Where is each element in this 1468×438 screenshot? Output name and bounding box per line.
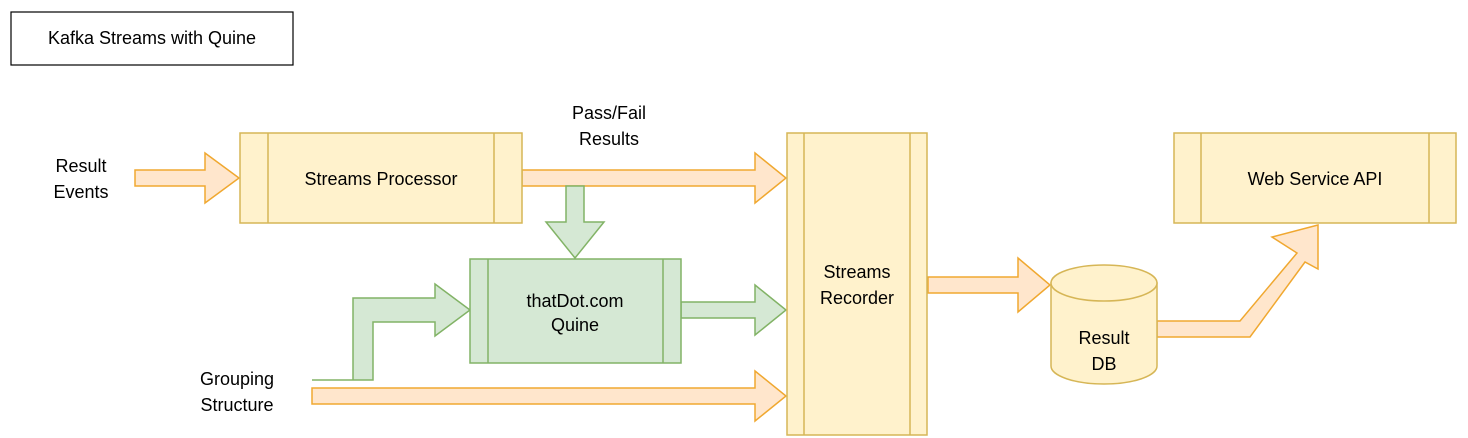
arrow-quine-to-recorder xyxy=(680,283,788,337)
quine-label-line2: Quine xyxy=(551,315,599,335)
grouping-label-line1: Grouping xyxy=(200,369,274,389)
title-box: Kafka Streams with Quine xyxy=(10,11,294,66)
result-db-label-line2: DB xyxy=(1091,354,1116,374)
streams-processor-box: Streams Processor xyxy=(239,132,523,224)
arrow-db-to-api xyxy=(1156,224,1319,338)
arrow-pass-fail xyxy=(521,151,788,205)
streams-recorder-label-line1: Streams xyxy=(823,262,890,282)
result-events-label-line1: Result xyxy=(55,156,106,176)
streams-recorder-box: Streams Recorder xyxy=(786,132,928,436)
arrow-grouping-to-quine xyxy=(312,282,472,381)
result-db-label-line1: Result xyxy=(1078,328,1129,348)
arrow-recorder-to-db xyxy=(927,256,1052,314)
diagram-title: Kafka Streams with Quine xyxy=(48,28,256,48)
arrow-processor-to-quine xyxy=(544,185,606,260)
streams-recorder-label-line2: Recorder xyxy=(820,288,894,308)
arrow-grouping-to-recorder xyxy=(311,369,788,423)
pass-fail-label-line2: Results xyxy=(579,129,639,149)
grouping-label-line2: Structure xyxy=(200,395,273,415)
web-service-api-label: Web Service API xyxy=(1248,169,1383,189)
result-events-label-line2: Events xyxy=(53,182,108,202)
quine-box: thatDot.com Quine xyxy=(469,258,682,364)
result-db-cylinder: Result DB xyxy=(1050,264,1158,385)
streams-processor-label: Streams Processor xyxy=(304,169,457,189)
arrow-result-events xyxy=(134,151,241,205)
web-service-api-box: Web Service API xyxy=(1173,132,1457,224)
pass-fail-label-line1: Pass/Fail xyxy=(572,103,646,123)
quine-label-line1: thatDot.com xyxy=(526,291,623,311)
